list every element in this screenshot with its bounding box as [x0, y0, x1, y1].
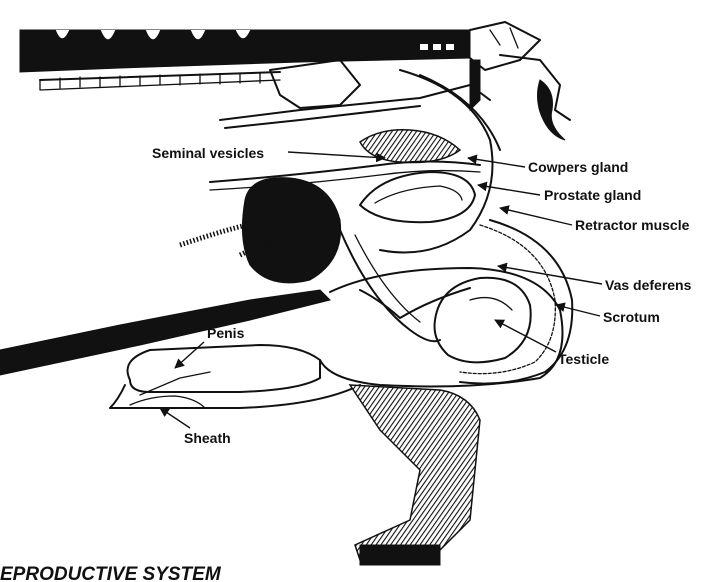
label-cowpers-gland: Cowpers gland: [528, 159, 628, 175]
prostate-body: [360, 172, 475, 222]
label-penis: Penis: [207, 325, 245, 341]
vertebrae-row: [40, 72, 280, 90]
vas-deferens-tube: [340, 230, 470, 341]
figure-title: EPRODUCTIVE SYSTEM: [0, 564, 222, 582]
testicle: [435, 278, 531, 363]
leader-cowpers-gland: [468, 158, 525, 167]
label-sheath: Sheath: [184, 430, 231, 446]
pelvis: [220, 60, 490, 128]
leader-testicle: [495, 320, 556, 352]
leader-penis: [175, 342, 204, 368]
labels: Seminal vesicles Cowpers gland Prostate …: [0, 145, 692, 582]
leader-retractor-muscle: [500, 208, 572, 225]
leader-sheath: [160, 408, 190, 428]
label-retractor-muscle: Retractor muscle: [575, 217, 690, 233]
label-vas-deferens: Vas deferens: [605, 277, 692, 293]
body-outline: [0, 268, 563, 386]
tail: [500, 55, 570, 140]
label-seminal-vesicles: Seminal vesicles: [152, 145, 264, 161]
leader-prostate-gland: [478, 185, 540, 195]
bladder: [242, 178, 340, 283]
spine: [20, 22, 540, 72]
hind-leg: [350, 385, 480, 565]
label-testicle: Testicle: [558, 351, 609, 367]
label-prostate-gland: Prostate gland: [544, 187, 641, 203]
leader-scrotum: [556, 305, 600, 316]
label-scrotum: Scrotum: [603, 309, 660, 325]
penis-sheath: [110, 345, 360, 408]
